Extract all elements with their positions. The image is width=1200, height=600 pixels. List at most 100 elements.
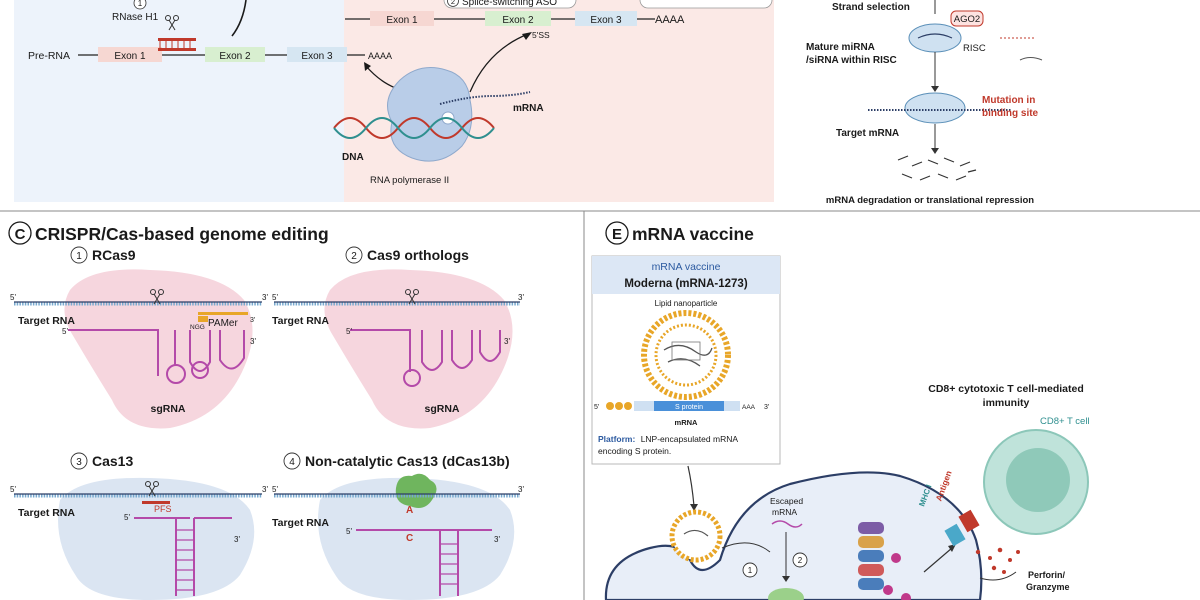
quad-3-num-circle <box>70 452 88 470</box>
arrow-endosome-escape <box>721 542 771 553</box>
quad-3-end3-top: 3' <box>262 485 268 494</box>
utr-box <box>634 401 654 411</box>
quad-2-end5-top: 5' <box>272 293 278 302</box>
step-e1-circle <box>742 562 758 578</box>
sgrna-2 <box>350 329 501 372</box>
pfs-bar <box>142 501 170 504</box>
vaccine-box-product: Moderna (mRNA-1273) <box>624 278 747 290</box>
panel-top-left: 1 RNase H1 Pre-RNA Exon 1 Exon 2 Exon 3 … <box>14 0 774 202</box>
cap-1 <box>606 402 614 410</box>
escaped-mrna-strand <box>771 520 803 528</box>
quad-4-end5-top: 5' <box>272 485 278 494</box>
crrna-4-rungs <box>440 543 458 585</box>
quad-4-title: Non-catalytic Cas13 (dCas13b) <box>305 453 510 469</box>
quad-1-guide: sgRNA <box>150 403 185 415</box>
dna-strand-red <box>333 117 495 139</box>
step-e1: 1 <box>748 566 753 575</box>
quad-1-title: RCas9 <box>92 247 136 263</box>
panel-c-letter-circle <box>8 221 32 245</box>
panel-c-title: CRISPR/Cas-based genome editing <box>35 224 329 244</box>
step-e2-circle <box>792 552 808 568</box>
quad-4-end3-top: 3' <box>518 485 524 494</box>
quad-2-title: Cas9 orthologs <box>367 247 469 263</box>
quad-3-end3-bot: 3' <box>234 535 240 544</box>
pam-small-bar <box>198 316 208 322</box>
exon-1-box <box>98 47 162 62</box>
risc-target <box>904 92 966 124</box>
panel-top-left-bg <box>14 0 344 202</box>
lnp-label: Lipid nanoparticle <box>655 299 718 308</box>
tcell-label: CD8+ T cell <box>1040 416 1090 427</box>
construct-polya: AAA <box>742 404 756 411</box>
cap-3 <box>624 402 632 410</box>
quad-dcas13b: 4 Non-catalytic Cas13 (dCas13b) 5' 3' Ta… <box>272 452 524 600</box>
sprotein-box <box>654 401 724 411</box>
panel-e-letter-circle <box>605 221 629 245</box>
quad-2-guide: sgRNA <box>424 403 459 415</box>
perforin-granules <box>975 547 1020 574</box>
quad-rcas9: 1 RCas9 5' 3' Target RNA NGG PAMer 3' 5' <box>10 246 268 429</box>
endosome-mrna <box>683 529 709 537</box>
construct-mrna: mRNA <box>675 418 699 427</box>
pre-rna-label: Pre-RNA <box>28 50 70 62</box>
tcell-nucleus <box>1006 448 1070 512</box>
base-a: A <box>406 505 413 516</box>
lnp-mrna-2 <box>667 358 701 367</box>
mutation-line2: binding site <box>982 108 1039 119</box>
arrow-lnp-to-cell <box>687 465 695 507</box>
quad-3-end5-bot: 5' <box>124 513 130 522</box>
quad-3-num: 3 <box>76 457 82 468</box>
exon-3-label-2: Exon 3 <box>590 15 622 26</box>
quad-1-num: 1 <box>76 251 82 262</box>
scissors-icon <box>150 289 164 305</box>
scissors-icon <box>145 481 159 497</box>
rnapol-label: RNA polymerase II <box>370 175 449 186</box>
quad-4-num: 4 <box>289 457 295 468</box>
rnase-label: RNase H1 <box>112 12 159 23</box>
risc-label: RISC <box>963 43 986 54</box>
crrna-3-rungs <box>176 529 194 591</box>
arrow-to-ss <box>469 33 529 93</box>
quad-2-end3-top: 3' <box>518 293 524 302</box>
quad-3-end5-top: 5' <box>10 485 16 494</box>
lnp-mrna <box>663 344 713 356</box>
quad-1-num-circle <box>70 246 88 264</box>
sgrna-loop-2 <box>403 369 421 387</box>
quad-1-end3-top: 3' <box>262 293 268 302</box>
arrow-head-1 <box>364 62 371 71</box>
ssaso-pill <box>443 0 577 9</box>
arrow-to-tcell <box>923 547 953 573</box>
endosome-lnp <box>669 509 723 563</box>
ribosome <box>768 588 804 600</box>
cd8-immunity-line1: CD8+ cytotoxic T cell-mediated <box>928 383 1084 395</box>
quad-1-end5-bot: 5' <box>62 327 68 336</box>
step-1-circle <box>133 0 147 10</box>
polya-label-2: AAAA <box>655 14 685 26</box>
dna-label: DNA <box>342 152 364 163</box>
panel-top-middle: 2 Splice-switching ASO Exon 1 Exon 2 Exo… <box>333 0 773 186</box>
quad-4-end5-bot: 5' <box>346 527 352 536</box>
quad-cas9-orthologs: 2 Cas9 orthologs 5' 3' Target RNA 5' 3' … <box>272 246 524 429</box>
polya-label: AAAA <box>368 51 392 61</box>
quad-cas13: 3 Cas13 5' 3' Target RNA PFS <box>10 452 268 600</box>
small-rna-2 <box>1019 57 1043 61</box>
quad-2-end5-bot: 5' <box>346 327 352 336</box>
antigen-dot-3 <box>901 593 911 600</box>
arrow-head-5 <box>690 504 698 511</box>
step-2-num: 2 <box>451 0 455 6</box>
pam-label: PAMer <box>208 318 238 329</box>
panel-e-title: mRNA vaccine <box>632 224 754 244</box>
step-2-circle <box>447 0 459 7</box>
ago2-label: AGO2 <box>954 14 980 25</box>
antigen-dot-2 <box>883 585 893 595</box>
quad-2-num-circle <box>345 246 363 264</box>
exon-3-box <box>287 47 347 62</box>
platform-line1: Platform: LNP-encapsulated mRNA <box>598 434 738 444</box>
quad-2-end3-bot: 3' <box>504 337 510 346</box>
quad-1-end3-bot: 3' <box>250 337 256 346</box>
platform-line2: encoding S protein. <box>598 446 671 456</box>
mature-mirna-line2: /siRNA within RISC <box>806 55 897 66</box>
degradation-label: mRNA degradation or translational repres… <box>826 195 1034 206</box>
scissors-icon <box>165 15 179 31</box>
